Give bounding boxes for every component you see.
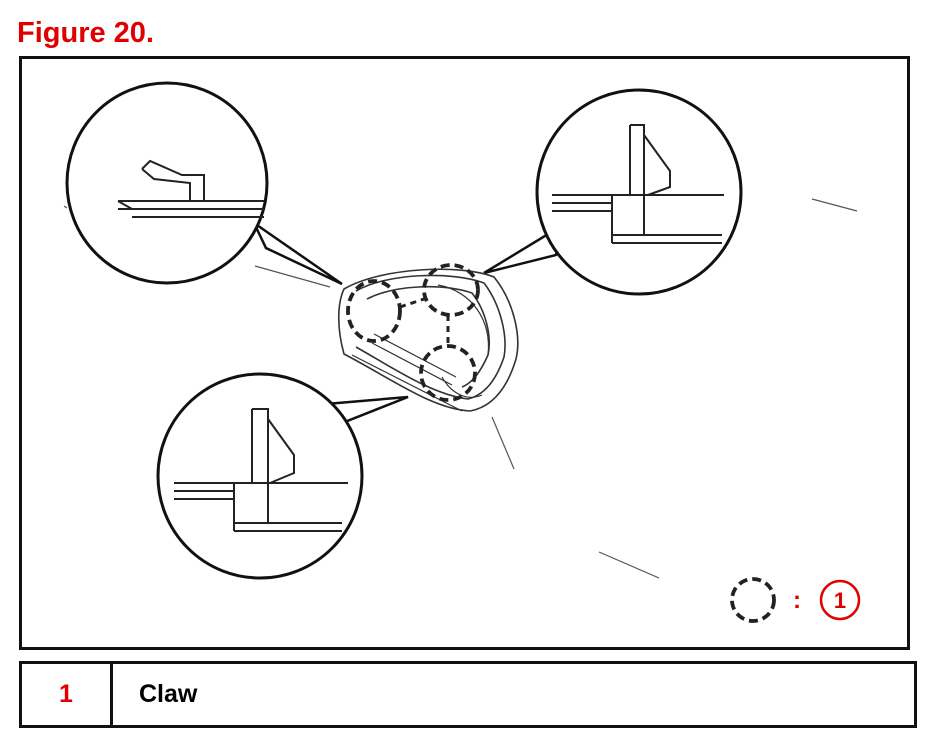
background-guide-lines: [63, 198, 858, 579]
legend-row-label: Claw: [139, 680, 198, 708]
claw-key: : 1: [730, 577, 861, 623]
clip-housing: [338, 268, 519, 412]
claw-marker-bottom: [419, 344, 477, 402]
legend-table: 1 Claw: [19, 661, 917, 728]
circled-number-icon: [819, 579, 861, 621]
detail-callout-bottom-left: [156, 372, 364, 580]
dashed-circle-icon: [730, 577, 776, 623]
diagram-illustration: : 1: [63, 81, 861, 623]
key-colon: :: [793, 587, 801, 614]
diagram-frame: : 1: [19, 56, 910, 650]
detail-callout-top-left: [65, 81, 269, 285]
legend-row-number: 1: [22, 664, 113, 725]
claw-marker-left: [346, 279, 402, 343]
figure-title: Figure 20.: [17, 17, 154, 49]
detail-callout-top-right: [535, 88, 743, 296]
claw-connectors: [399, 297, 450, 346]
claw-markers: [346, 263, 480, 402]
claw-marker-top: [422, 263, 480, 317]
key-number: 1: [834, 588, 846, 613]
